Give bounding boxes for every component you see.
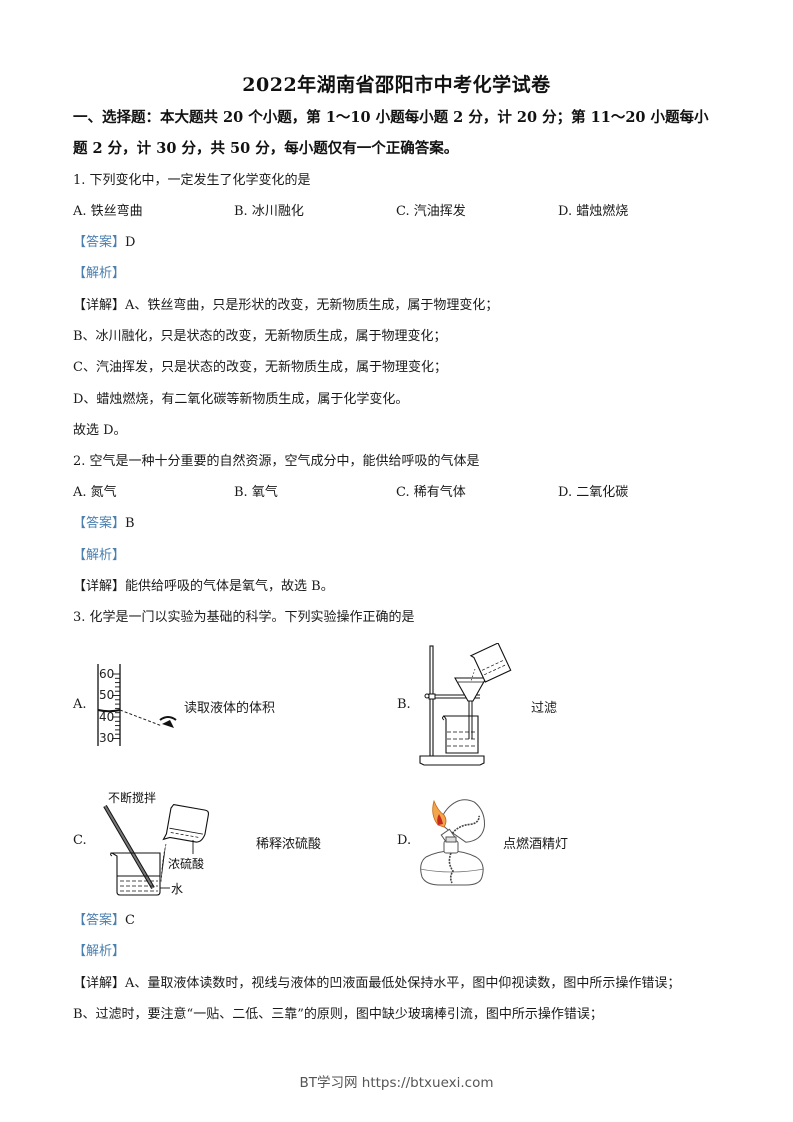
- figure-c-letter: C.: [73, 833, 87, 848]
- question-2-answer: 【答案】B: [73, 515, 135, 533]
- question-1-detail-1: 【详解】A、铁丝弯曲，只是形状的改变，无新物质生成，属于物理变化；: [73, 298, 499, 313]
- question-1-option-c: C. 汽油挥发: [396, 204, 466, 219]
- question-2-option-c: C. 稀有气体: [396, 485, 466, 500]
- filtration-apparatus-figure: [419, 643, 512, 766]
- svg-text:浓硫酸: 浓硫酸: [168, 856, 204, 871]
- question-1-analysis: 【解析】: [73, 265, 125, 283]
- question-1-detail-3: C、汽油挥发，只是状态的改变，无新物质生成，属于物理变化；: [73, 360, 447, 375]
- svg-text:水: 水: [171, 882, 183, 896]
- section-heading-line-2: 题 2 分，计 30 分，共 50 分，每小题仅有一个正确答案。: [73, 140, 459, 157]
- figure-b-caption: 过滤: [531, 701, 558, 716]
- section-heading-line-1: 一、选择题：本大题共 20 个小题，第 1～10 小题每小题 2 分，计 20 …: [73, 109, 709, 126]
- question-1-detail-4: D、蜡烛燃烧，有二氧化碳等新物质生成，属于化学变化。: [73, 392, 409, 407]
- question-3-analysis: 【解析】: [73, 943, 125, 961]
- question-3-detail-1: 【详解】A、量取液体读数时，视线与液体的凹液面最低处保持水平，图中仰视读数，图中…: [73, 976, 681, 991]
- question-2-option-a: A. 氮气: [73, 485, 117, 500]
- question-2-detail: 【详解】能供给呼吸的气体是氧气，故选 B。: [73, 579, 334, 594]
- svg-text:60: 60: [99, 667, 114, 681]
- analysis-tag: 【解析】: [73, 548, 126, 563]
- figure-b-letter: B.: [397, 697, 411, 712]
- detail-tag: 【详解】: [73, 976, 126, 991]
- svg-text:不断搅拌: 不断搅拌: [108, 790, 156, 805]
- analysis-tag: 【解析】: [73, 266, 126, 281]
- svg-text:40: 40: [99, 710, 114, 724]
- question-2-option-d: D. 二氧化碳: [558, 485, 629, 500]
- figure-a-caption: 读取液体的体积: [184, 701, 276, 716]
- answer-tag: 【答案】: [73, 516, 126, 531]
- figure-d-caption: 点燃酒精灯: [503, 837, 569, 852]
- question-1-option-d: D. 蜡烛燃烧: [558, 204, 629, 219]
- svg-text:30: 30: [99, 731, 114, 745]
- page-title: 2022年湖南省邵阳市中考化学试卷: [242, 74, 551, 96]
- question-3-answer: 【答案】C: [73, 912, 135, 930]
- graduated-cylinder-figure: 60 50 40 30: [97, 664, 177, 746]
- question-2-option-b: B. 氧气: [234, 485, 278, 500]
- figure-a-letter: A.: [73, 697, 87, 712]
- question-3-detail-2: B、过滤时，要注意“一贴、二低、三靠”的原则，图中缺少玻璃棒引流，图中所示操作错…: [73, 1007, 603, 1022]
- question-1-conclusion: 故选 D。: [73, 423, 127, 438]
- question-3-stem: 3. 化学是一门以实验为基础的科学。下列实验操作正确的是: [73, 610, 415, 625]
- dilute-sulfuric-acid-figure: 不断搅拌 浓硫酸 水: [103, 790, 210, 896]
- question-1-option-b: B. 冰川融化: [234, 204, 304, 219]
- answer-value: C: [125, 913, 135, 928]
- question-2-analysis: 【解析】: [73, 547, 125, 565]
- answer-value: B: [125, 516, 135, 531]
- question-1-detail-2: B、冰川融化，只是状态的改变，无新物质生成，属于物理变化；: [73, 329, 447, 344]
- detail-tag: 【详解】: [73, 579, 126, 594]
- figure-c-caption: 稀释浓硫酸: [256, 837, 322, 852]
- question-1-answer: 【答案】D: [73, 234, 135, 252]
- answer-value: D: [125, 235, 136, 250]
- question-2-stem: 2. 空气是一种十分重要的自然资源，空气成分中，能供给呼吸的气体是: [73, 454, 480, 469]
- answer-tag: 【答案】: [73, 913, 126, 928]
- figure-d-letter: D.: [397, 833, 412, 848]
- svg-text:50: 50: [99, 688, 114, 702]
- analysis-tag: 【解析】: [73, 944, 126, 959]
- detail-tag: 【详解】: [73, 298, 126, 313]
- answer-tag: 【答案】: [73, 235, 126, 250]
- alcohol-lamp-figure: [419, 799, 485, 886]
- question-1-stem: 1. 下列变化中，一定发生了化学变化的是: [73, 173, 311, 188]
- footer-watermark: BT学习网 https://btxuexi.com: [299, 1075, 494, 1091]
- question-1-option-a: A. 铁丝弯曲: [73, 204, 143, 219]
